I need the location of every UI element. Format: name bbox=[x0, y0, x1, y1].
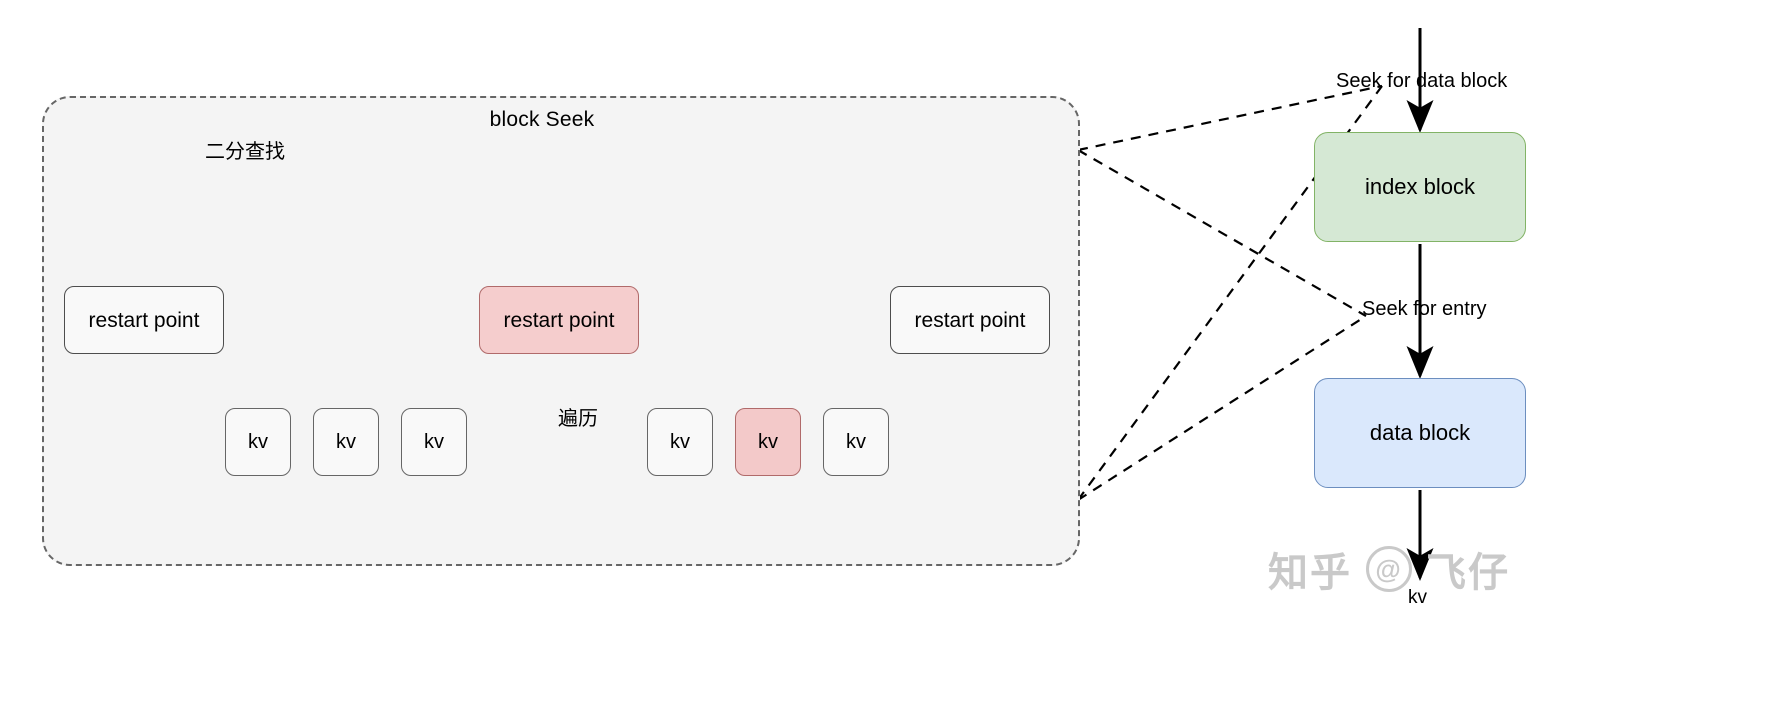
restart-point-box-1[interactable]: restart point bbox=[64, 286, 224, 354]
restart-point-box-2[interactable]: restart point bbox=[479, 286, 639, 354]
restart-point-label-3: restart point bbox=[914, 308, 1026, 332]
traverse-label: 遍历 bbox=[556, 408, 600, 430]
kv-box-4[interactable]: kv bbox=[647, 408, 713, 476]
data-block-node[interactable]: data block bbox=[1314, 378, 1526, 488]
kv-box-3[interactable]: kv bbox=[401, 408, 467, 476]
seek-for-entry-label: Seek for entry bbox=[1362, 298, 1487, 320]
terminal-kv-label: kv bbox=[1408, 587, 1427, 608]
kv-label-1: kv bbox=[248, 431, 268, 453]
watermark-site-label: 知乎 bbox=[1268, 551, 1352, 595]
kv-box-1[interactable]: kv bbox=[225, 408, 291, 476]
data-block-label: data block bbox=[1369, 420, 1471, 445]
watermark-at-icon: @ bbox=[1366, 546, 1412, 592]
kv-label-6: kv bbox=[846, 431, 866, 453]
index-block-label: index block bbox=[1364, 174, 1476, 199]
index-block-node[interactable]: index block bbox=[1314, 132, 1526, 242]
restart-point-label-1: restart point bbox=[88, 308, 200, 332]
binary-search-label: 二分查找 bbox=[203, 141, 287, 163]
kv-box-5[interactable]: kv bbox=[735, 408, 801, 476]
seek-for-data-block-label: Seek for data block bbox=[1336, 70, 1508, 92]
kv-box-6[interactable]: kv bbox=[823, 408, 889, 476]
panel-title: block Seek bbox=[489, 108, 595, 131]
watermark: 知乎 @ 飞仔 bbox=[1268, 540, 1510, 598]
watermark-user-label: 飞仔 bbox=[1426, 551, 1510, 595]
restart-point-label-2: restart point bbox=[503, 308, 615, 332]
kv-label-3: kv bbox=[424, 431, 444, 453]
kv-label-4: kv bbox=[670, 431, 690, 453]
kv-label-2: kv bbox=[336, 431, 356, 453]
kv-label-5: kv bbox=[758, 431, 778, 453]
kv-box-2[interactable]: kv bbox=[313, 408, 379, 476]
restart-point-box-3[interactable]: restart point bbox=[890, 286, 1050, 354]
